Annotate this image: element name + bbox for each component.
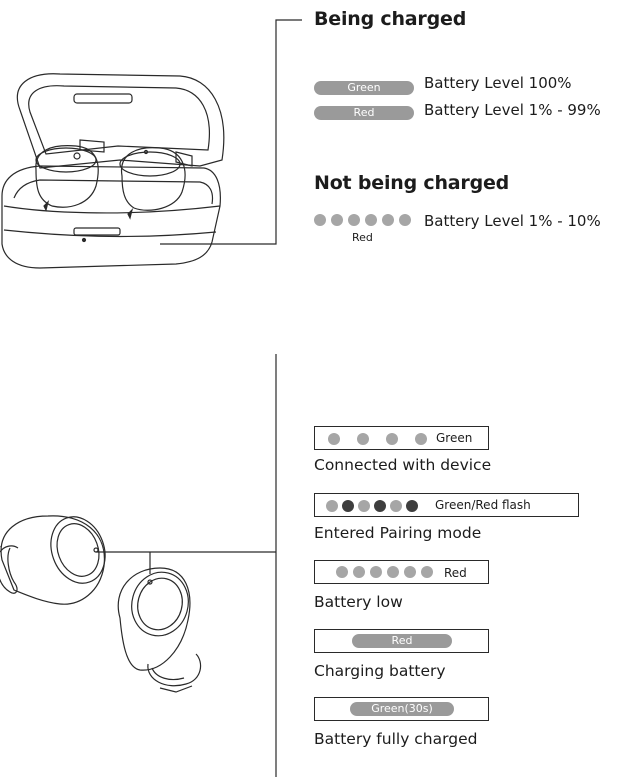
red-indicator-bar: Red <box>314 106 414 120</box>
connected-dots <box>328 433 427 445</box>
indicator-dot <box>382 214 394 226</box>
charging-caption: Charging battery <box>314 662 446 680</box>
indicator-dot <box>374 500 386 512</box>
indicator-dot <box>415 433 427 445</box>
fully-charged-caption: Battery fully charged <box>314 730 478 748</box>
battery-level-full-text: Battery Level 100% <box>424 74 572 92</box>
fully-charged-indicator-box <box>314 697 489 721</box>
indicator-dot <box>348 214 360 226</box>
pairing-dots <box>326 500 418 512</box>
indicator-dot <box>314 214 326 226</box>
indicator-dot <box>406 500 418 512</box>
green-indicator-bar: Green <box>314 81 414 95</box>
indicator-dot <box>386 433 398 445</box>
indicator-dot <box>365 214 377 226</box>
indicator-dot <box>370 566 382 578</box>
pairing-caption: Entered Pairing mode <box>314 524 482 542</box>
connected-indicator-label: Green <box>436 431 473 445</box>
indicator-dot <box>342 500 354 512</box>
indicator-dot <box>357 433 369 445</box>
fully-charged-indicator-bar: Green(30s) <box>350 702 454 716</box>
indicator-dot <box>358 500 370 512</box>
charging-indicator-box <box>314 629 489 653</box>
indicator-dot <box>331 214 343 226</box>
charging-indicator-bar: Red <box>352 634 452 648</box>
pairing-indicator-box <box>314 493 579 517</box>
not-being-charged-heading: Not being charged <box>314 172 510 194</box>
battery-low-indicator-box <box>314 560 489 584</box>
battery-level-partial-text: Battery Level 1% - 99% <box>424 101 601 119</box>
red-blink-label: Red <box>352 231 373 244</box>
red-blink-indicator <box>314 214 411 226</box>
pairing-indicator-label: Green/Red flash <box>435 498 531 512</box>
connected-indicator-box <box>314 426 489 450</box>
indicator-dot <box>421 566 433 578</box>
battery-low-indicator-label: Red <box>444 566 467 580</box>
indicator-dot <box>399 214 411 226</box>
indicator-dot <box>390 500 402 512</box>
indicator-dot <box>326 500 338 512</box>
being-charged-heading: Being charged <box>314 8 467 30</box>
indicator-dot <box>387 566 399 578</box>
indicator-dot <box>353 566 365 578</box>
indicator-dot <box>336 566 348 578</box>
indicator-dot <box>404 566 416 578</box>
connected-caption: Connected with device <box>314 456 492 474</box>
battery-low-dots <box>336 566 433 578</box>
battery-low-caption: Battery low <box>314 593 403 611</box>
indicator-dot <box>328 433 340 445</box>
battery-level-low-text: Battery Level 1% - 10% <box>424 212 601 230</box>
